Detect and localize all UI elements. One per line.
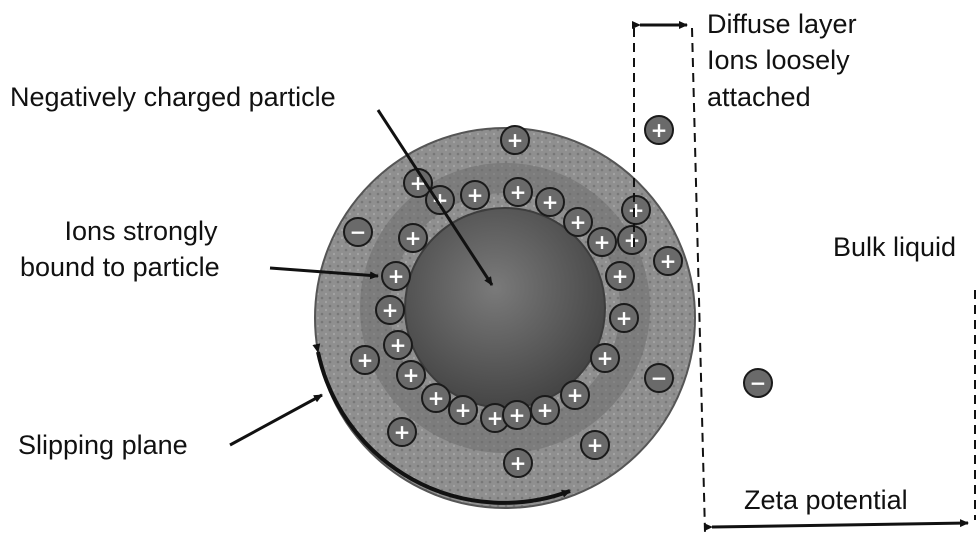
svg-text:+: +	[597, 346, 614, 370]
negative-ion-icon: −	[645, 364, 673, 392]
negative-ion-icon: −	[344, 218, 372, 246]
bulk-liquid-label: Bulk liquid	[833, 232, 956, 263]
svg-text:+: +	[651, 118, 668, 142]
svg-text:+: +	[660, 249, 677, 273]
positive-ion-icon: +	[399, 224, 427, 252]
svg-text:+: +	[382, 298, 399, 322]
zeta-potential-arrow	[712, 523, 968, 527]
svg-text:+: +	[594, 230, 611, 254]
positive-ion-icon: +	[388, 418, 416, 446]
positive-ion-icon: +	[581, 431, 609, 459]
svg-text:+: +	[509, 403, 526, 427]
positive-ion-icon: +	[422, 384, 450, 412]
svg-text:+: +	[467, 183, 484, 207]
positive-ion-icon: +	[610, 304, 638, 332]
svg-text:+: +	[616, 306, 633, 330]
positive-ion-icon: +	[588, 228, 616, 256]
svg-text:+: +	[570, 210, 587, 234]
negatively-charged-particle-label: Negatively charged particle	[10, 82, 336, 113]
slipping-plane-label: Slipping plane	[18, 430, 188, 461]
svg-text:+: +	[612, 264, 629, 288]
positive-ion-icon: +	[504, 178, 532, 206]
positive-ion-icon: +	[606, 262, 634, 290]
svg-text:+: +	[510, 451, 527, 475]
positive-ion-icon: +	[591, 344, 619, 372]
svg-text:+: +	[428, 386, 445, 410]
positive-ion-icon: +	[503, 401, 531, 429]
positive-ion-icon: +	[504, 449, 532, 477]
positive-ion-icon: +	[531, 396, 559, 424]
bound-to-particle-label: bound to particle	[20, 252, 220, 283]
negative-ion-icon: −	[744, 369, 772, 397]
positive-ion-icon: +	[564, 208, 592, 236]
positive-ion-icon: +	[501, 126, 529, 154]
svg-text:+: +	[390, 333, 407, 357]
negatively-charged-particle	[405, 208, 605, 408]
svg-text:−: −	[651, 366, 668, 390]
positive-ion-icon: +	[397, 361, 425, 389]
svg-text:+: +	[567, 383, 584, 407]
positive-ion-icon: +	[384, 331, 412, 359]
positive-ion-icon: +	[622, 196, 650, 224]
ions-loosely-label: Ions loosely	[707, 45, 850, 76]
svg-text:+: +	[537, 398, 554, 422]
diffuse-layer-label: Diffuse layer	[707, 9, 857, 40]
slipping-plane-pointer-arrow	[230, 395, 322, 445]
attached-label: attached	[707, 82, 811, 113]
svg-text:+: +	[628, 198, 645, 222]
positive-ion-icon: +	[561, 381, 589, 409]
svg-text:+: +	[624, 228, 641, 252]
positive-ion-icon: +	[654, 247, 682, 275]
svg-text:+: +	[587, 433, 604, 457]
svg-text:+: +	[394, 420, 411, 444]
positive-ion-icon: +	[536, 188, 564, 216]
positive-ion-icon: +	[449, 396, 477, 424]
svg-text:+: +	[487, 406, 504, 430]
svg-text:+: +	[403, 363, 420, 387]
svg-text:+: +	[542, 190, 559, 214]
diffuse-layer-outer-boundary	[692, 28, 705, 532]
svg-text:+: +	[357, 348, 374, 372]
positive-ion-icon: +	[645, 116, 673, 144]
positive-ion-icon: +	[382, 262, 410, 290]
svg-text:+: +	[455, 398, 472, 422]
svg-text:+: +	[405, 226, 422, 250]
ions-strongly-label: Ions strongly	[36, 216, 246, 247]
positive-ion-icon: +	[618, 226, 646, 254]
svg-text:−: −	[350, 220, 367, 244]
svg-text:+: +	[510, 180, 527, 204]
zeta-potential-label: Zeta potential	[744, 485, 908, 516]
positive-ion-icon: +	[376, 296, 404, 324]
svg-text:+: +	[432, 188, 449, 212]
positive-ion-icon: +	[351, 346, 379, 374]
svg-text:+: +	[388, 264, 405, 288]
positive-ion-icon: +	[461, 181, 489, 209]
svg-text:−: −	[750, 371, 767, 395]
svg-text:+: +	[507, 128, 524, 152]
